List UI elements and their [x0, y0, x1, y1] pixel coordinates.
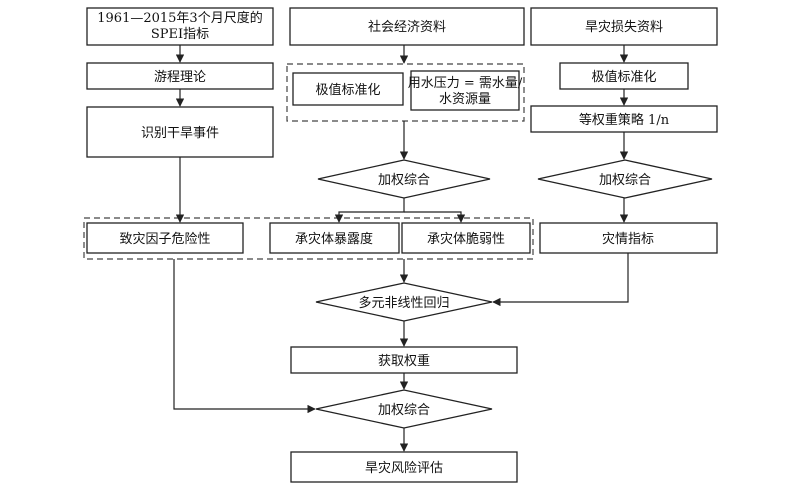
water-stress-label-line2: 水资源量	[439, 92, 491, 107]
drought-loss-box: 旱灾损失资料	[530, 7, 718, 46]
arrow-weighted1-to-vulnerability	[404, 211, 466, 223]
weighted-diamond-2: 加权综合	[537, 159, 713, 199]
arrow-weighted1-to-exposure	[334, 198, 405, 223]
risk-label: 旱灾风险评估	[365, 460, 443, 476]
risk-components-group	[83, 217, 534, 260]
disaster-index-box: 灾情指标	[539, 222, 718, 254]
weighted-3-label: 加权综合	[378, 402, 430, 418]
drought-loss-label: 旱灾损失资料	[585, 19, 663, 35]
identify-drought-box: 识别干旱事件	[86, 106, 274, 158]
arrow-hazard-to-weighted3	[173, 259, 316, 414]
normalize-left-label: 极值标准化	[315, 82, 380, 98]
run-theory-box: 游程理论	[86, 62, 274, 90]
normalize-right-box: 极值标准化	[559, 62, 689, 90]
socio-processing-group	[286, 63, 525, 122]
normalize-right-label: 极值标准化	[591, 69, 656, 85]
socio-economic-label: 社会经济资料	[368, 19, 446, 35]
water-stress-box: 用水压力 = 需水量/ 水资源量	[408, 70, 523, 111]
weighted-diamond-1: 加权综合	[317, 159, 491, 199]
get-weights-box: 获取权重	[290, 346, 518, 374]
spei-box: 1961—2015年3个月尺度的 SPEI指标	[86, 7, 274, 46]
hazard-box: 致灾因子危险性	[86, 222, 244, 254]
equal-weight-label: 等权重策略 1/n	[579, 112, 670, 128]
get-weights-label: 获取权重	[378, 353, 430, 369]
run-theory-label: 游程理论	[154, 70, 206, 85]
exposure-box: 承灾体暴露度	[269, 222, 400, 254]
arrow-disaster-to-regression	[492, 253, 629, 307]
connectors	[173, 45, 629, 452]
vulnerability-label: 承灾体脆弱性	[427, 231, 505, 247]
risk-box: 旱灾风险评估	[290, 451, 518, 483]
spei-label-line1: 1961—2015年3个月尺度的	[97, 10, 262, 26]
regression-label: 多元非线性回归	[358, 295, 449, 311]
water-stress-label-line1: 用水压力 = 需水量/	[408, 76, 523, 91]
regression-diamond: 多元非线性回归	[315, 282, 493, 322]
exposure-label: 承灾体暴露度	[295, 231, 373, 247]
spei-label-line2: SPEI指标	[151, 27, 209, 42]
equal-weight-box: 等权重策略 1/n	[530, 105, 718, 133]
socio-economic-box: 社会经济资料	[289, 7, 525, 46]
weighted-2-label: 加权综合	[599, 172, 651, 188]
disaster-index-label: 灾情指标	[602, 231, 654, 247]
vulnerability-box: 承灾体脆弱性	[401, 222, 531, 254]
identify-drought-label: 识别干旱事件	[141, 126, 219, 141]
hazard-label: 致灾因子危险性	[119, 231, 210, 247]
weighted-1-label: 加权综合	[378, 172, 430, 188]
normalize-left-box: 极值标准化	[292, 72, 404, 106]
weighted-diamond-3: 加权综合	[315, 389, 493, 429]
